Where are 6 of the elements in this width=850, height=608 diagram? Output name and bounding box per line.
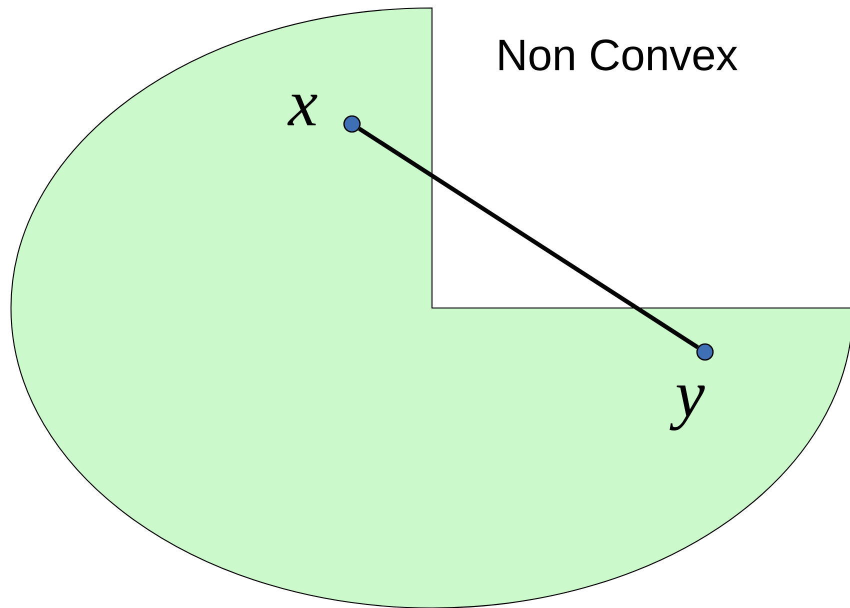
point-label: y bbox=[670, 386, 705, 430]
region-label: Non Convex bbox=[500, 39, 738, 71]
point-label: x bbox=[287, 94, 318, 126]
line-segment bbox=[358, 126, 699, 350]
point-marker bbox=[343, 115, 361, 133]
point-marker bbox=[696, 343, 714, 361]
